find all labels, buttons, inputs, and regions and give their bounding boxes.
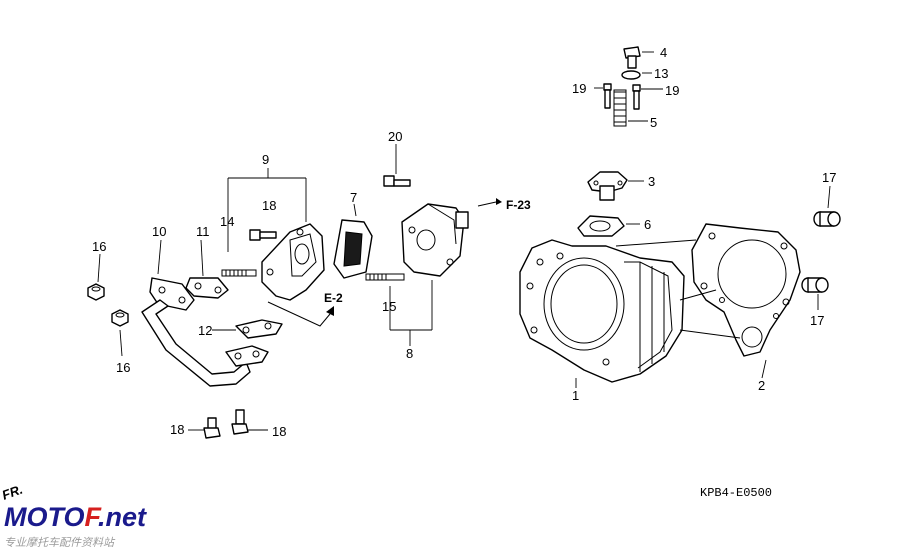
callout-15: 15	[382, 299, 396, 314]
watermark-brand-prefix: MOTO	[4, 502, 85, 532]
watermark-brand-suffix: .net	[98, 502, 147, 532]
callout-2: 2	[758, 378, 765, 393]
cylinder-1-part	[519, 239, 741, 388]
diagram-code: KPB4-E0500	[700, 486, 772, 500]
watermark-brand: MOTOF.net	[4, 502, 147, 532]
watermark-logo: FR. MOTOF.net 专业摩托车配件资料站	[0, 482, 147, 549]
ref-f23-arrow	[477, 198, 502, 207]
valve-cover-group	[365, 144, 469, 346]
ref-e2-label: E-2	[324, 291, 343, 305]
callout-17-upper: 17	[822, 170, 836, 185]
bolt-4-part	[623, 46, 641, 69]
gasket-6-part	[577, 215, 625, 237]
callout-18-lower-left: 18	[170, 422, 184, 437]
callout-12: 12	[198, 323, 212, 338]
ref-f23-label: F-23	[506, 198, 531, 212]
bolt-18-lower-left-part	[203, 417, 221, 439]
callout-1: 1	[572, 388, 579, 403]
callout-19-left: 19	[572, 81, 586, 96]
stud-15-part	[365, 273, 405, 281]
watermark-tagline: 专业摩托车配件资料站	[4, 536, 116, 549]
callout-11: 11	[196, 224, 210, 239]
callout-16-upper: 16	[92, 239, 106, 254]
callout-18-upper: 18	[262, 198, 276, 213]
gasket-11-part	[185, 277, 229, 299]
reed-7-part	[333, 219, 373, 279]
callout-18-lower-right: 18	[272, 424, 286, 439]
nut-16-lower-part	[111, 309, 129, 327]
callout-3: 3	[648, 174, 655, 189]
callout-17-lower: 17	[810, 313, 824, 328]
stud-14-part	[221, 269, 257, 277]
tensioner-assembly	[577, 171, 644, 237]
air-pipe-assembly	[87, 239, 283, 439]
washer-13-part	[621, 70, 641, 80]
callout-8: 8	[406, 346, 413, 361]
callout-9: 9	[262, 152, 269, 167]
gasket-12-part	[235, 319, 283, 339]
callouts: 4 13 19 19 5 3 6 17 17 9 14 18 7 20 10 1…	[92, 45, 836, 439]
watermark-badge: FR.	[0, 482, 25, 503]
dowel-17-lower-part	[801, 277, 829, 293]
callout-4: 4	[660, 45, 667, 60]
bolt-19-left-part	[603, 83, 612, 109]
nut-16-upper-part	[87, 283, 105, 301]
callout-7: 7	[350, 190, 357, 205]
bolt-19-right-part	[632, 84, 641, 110]
callout-10: 10	[152, 224, 166, 239]
cylinder-gasket-2-part	[691, 223, 801, 379]
valve-body-group	[221, 168, 373, 301]
bolt-18-upper-part	[249, 229, 277, 241]
callout-13: 13	[654, 66, 668, 81]
callout-5: 5	[650, 115, 657, 130]
ref-e2-arrow	[267, 301, 334, 327]
bolt-20-part	[383, 175, 411, 187]
callout-16-lower: 16	[116, 360, 130, 375]
tensioner-bolt-group	[594, 46, 663, 127]
valve-cover-8-part	[401, 203, 469, 277]
valve-body-9-part	[261, 223, 325, 301]
callout-6: 6	[644, 217, 651, 232]
dowel-17-upper-part	[813, 211, 841, 227]
pipe-10-part	[141, 277, 269, 387]
callout-14: 14	[220, 214, 234, 229]
tensioner-3-part	[587, 171, 628, 201]
bolt-18-lower-right-part	[231, 409, 249, 435]
spring-5-part	[613, 89, 627, 127]
callout-19-right: 19	[665, 83, 679, 98]
dowel-pins-17	[801, 185, 841, 310]
callout-20: 20	[388, 129, 402, 144]
